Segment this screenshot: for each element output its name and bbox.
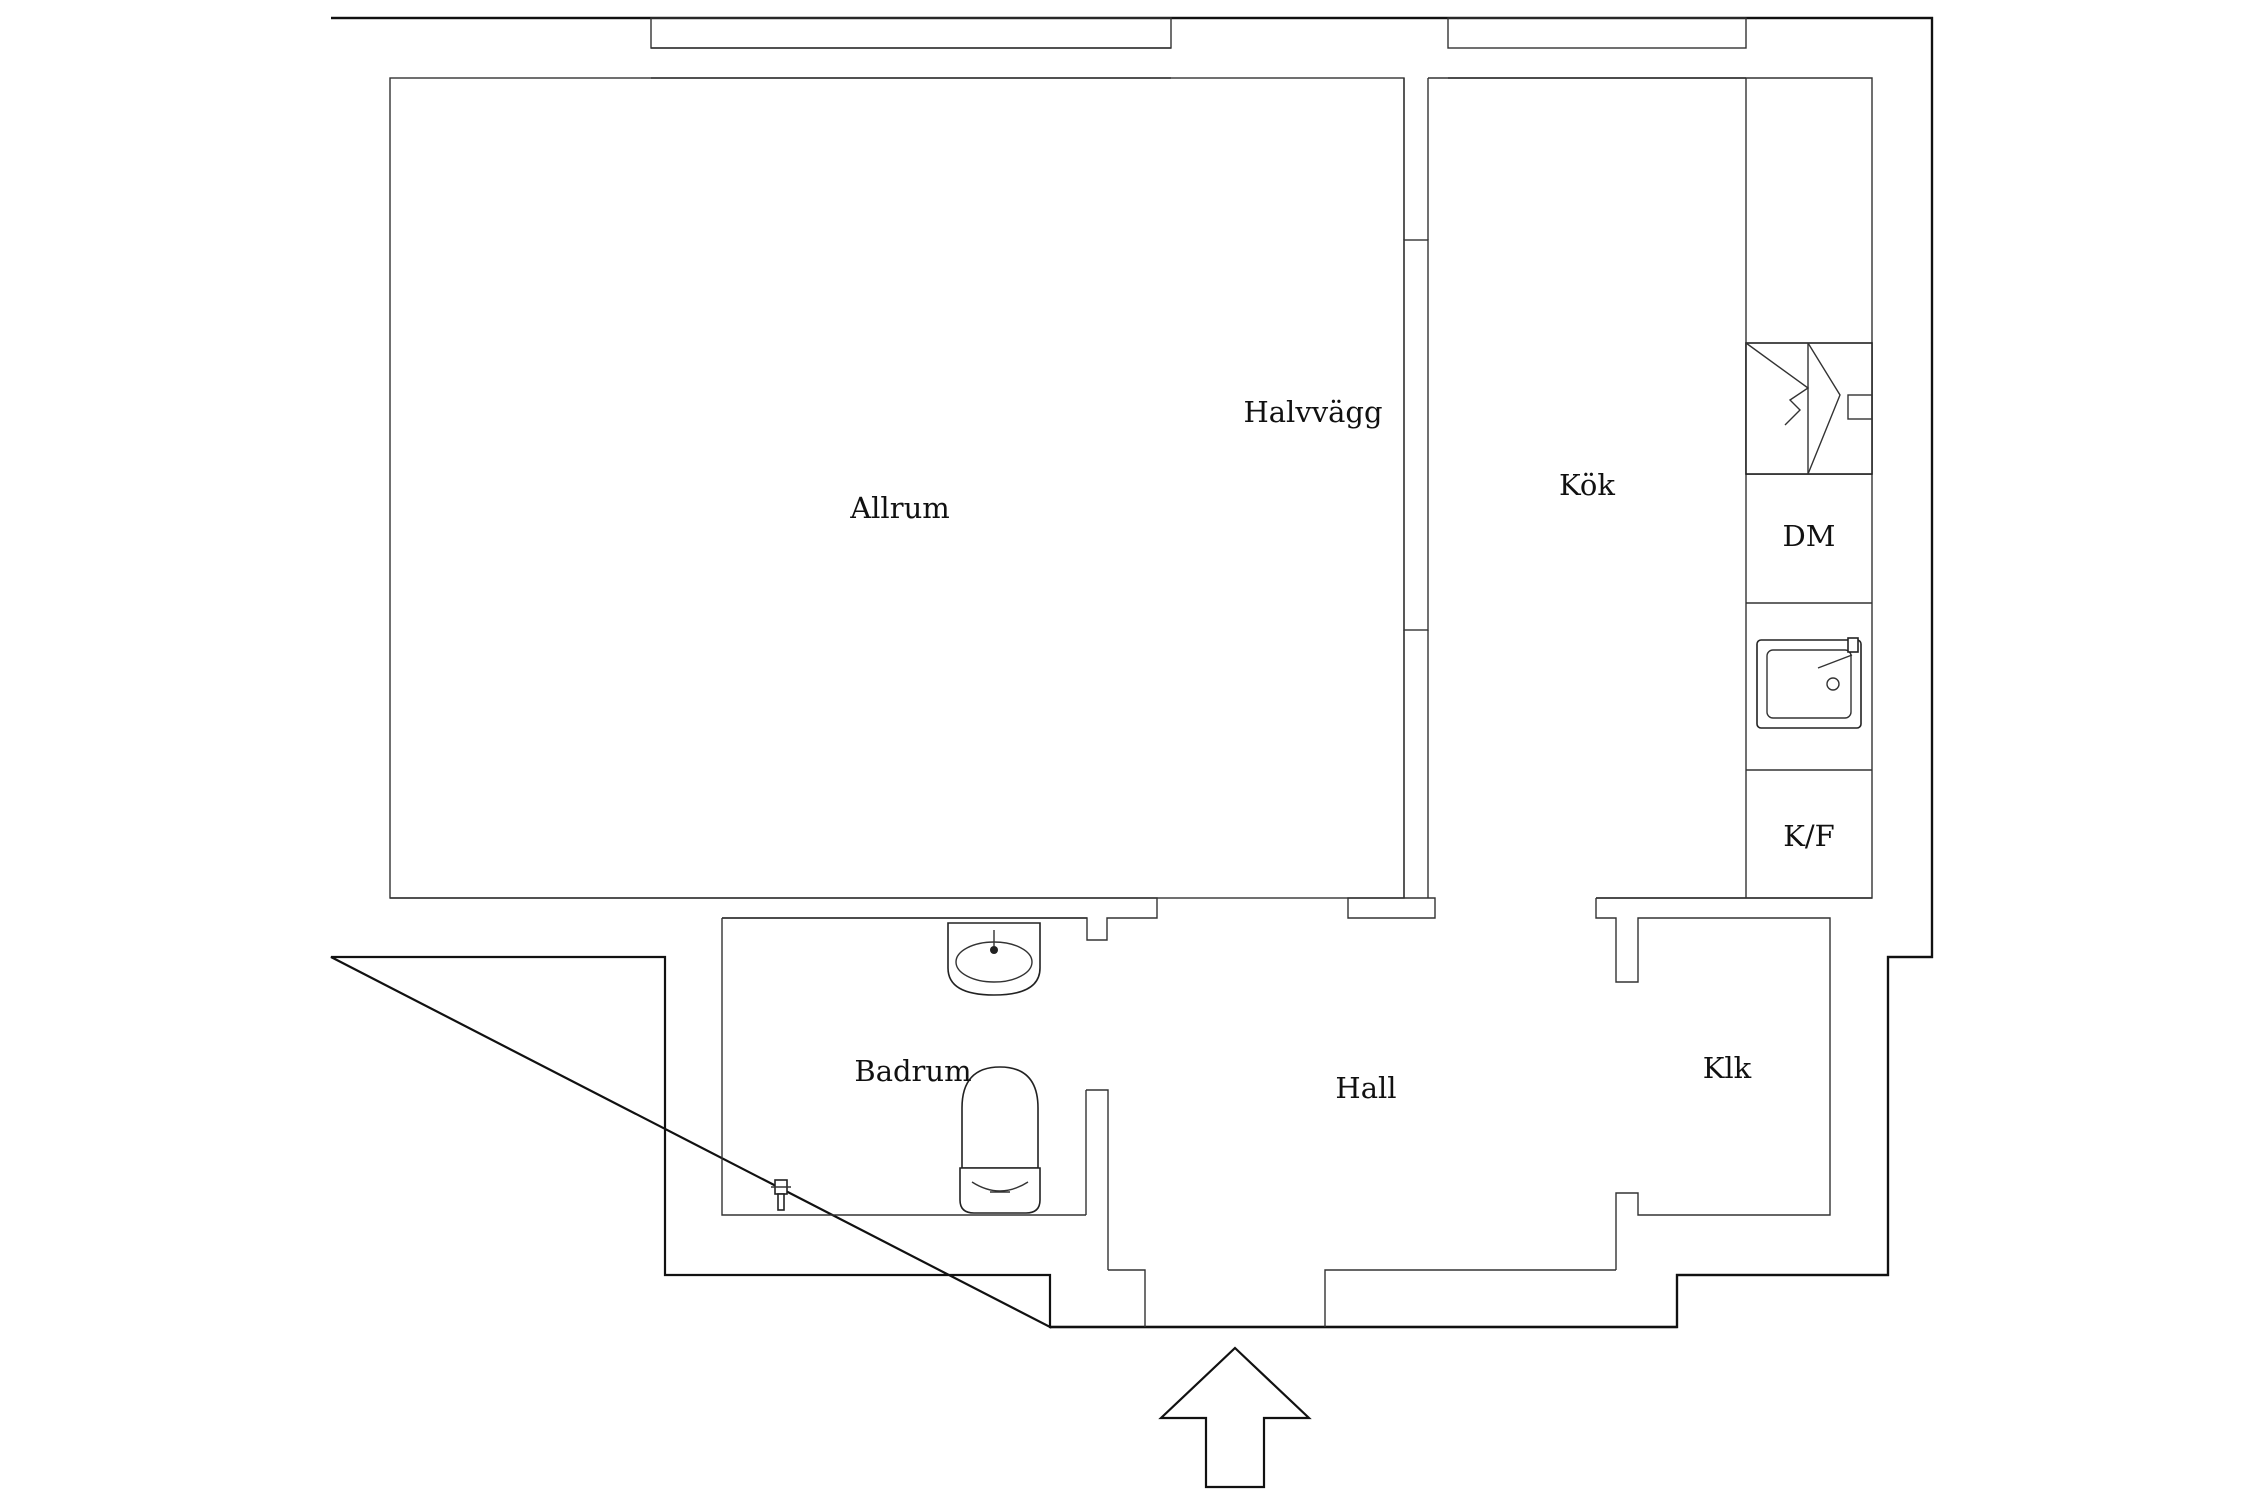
label-badrum: Badrum	[854, 1054, 971, 1088]
toilet-icon	[959, 1066, 1041, 1214]
wall-allrum-bottom	[390, 897, 1158, 941]
washbasin-icon	[947, 922, 1041, 996]
stove-icon	[1745, 342, 1873, 475]
window-allrum	[650, 17, 1172, 49]
outer-wall	[331, 16, 1934, 1329]
hall-lower-wall	[1108, 1269, 1616, 1327]
label-hall: Hall	[1335, 1071, 1396, 1105]
label-kf: K/F	[1783, 819, 1835, 853]
allrum-room	[389, 77, 1405, 899]
entrance-arrow-icon	[1158, 1346, 1312, 1489]
window-kok	[1447, 17, 1747, 49]
label-halvvagg: Halvvägg	[1243, 395, 1382, 429]
label-allrum: Allrum	[849, 491, 950, 525]
outer-wall-bottom	[330, 955, 1677, 1329]
label-klk: Klk	[1703, 1051, 1752, 1085]
wall-hall-stub	[1347, 897, 1436, 919]
sink-icon	[1756, 637, 1862, 729]
half-wall	[1403, 239, 1429, 631]
kok-room	[1428, 77, 1873, 899]
label-kok: Kök	[1559, 468, 1615, 502]
floor-drain-icon	[771, 1179, 791, 1211]
label-dm: DM	[1783, 519, 1836, 553]
outer-wall-full	[331, 16, 1934, 1329]
wall-kok-bottom	[1595, 897, 1872, 1270]
badrum-room	[721, 917, 1109, 1270]
